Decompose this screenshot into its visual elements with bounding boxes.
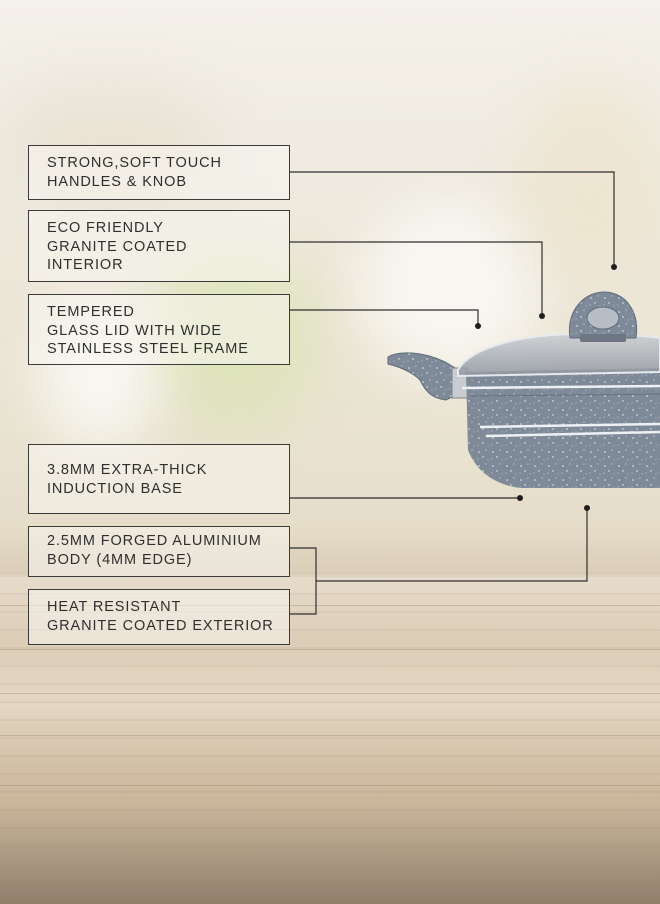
callout-text: STAINLESS STEEL FRAME (47, 341, 249, 357)
callout-lid: TEMPERED GLASS LID WITH WIDE STAINLESS S… (28, 294, 290, 365)
leader-dot (517, 495, 523, 501)
callout-text: GRANITE COATED EXTERIOR (47, 617, 274, 634)
callout-text: 2.5MM FORGED ALUMINIUM (47, 533, 262, 549)
callout-text: STRONG,SOFT TOUCH (47, 155, 222, 171)
callout-text: TEMPERED (47, 304, 135, 320)
callout-handles: STRONG,SOFT TOUCH HANDLES & KNOB (28, 145, 290, 200)
callout-text: GLASS LID WITH WIDE (47, 322, 223, 339)
leader-dot (475, 323, 481, 329)
pot-body (466, 368, 660, 488)
callout-exterior: HEAT RESISTANT GRANITE COATED EXTERIOR (28, 589, 290, 645)
callout-text: BODY (4MM EDGE) (47, 551, 193, 568)
callout-text: GRANITE COATED (47, 238, 188, 255)
callout-base: 3.8MM EXTRA-THICK INDUCTION BASE (28, 444, 290, 514)
leader-dot (584, 505, 590, 511)
leader-line-lid (290, 309, 479, 326)
callout-text: 3.8MM EXTRA-THICK (47, 462, 208, 478)
side-handle (387, 352, 463, 401)
callout-body: 2.5MM FORGED ALUMINIUM BODY (4MM EDGE) (28, 526, 290, 577)
callout-text: INDUCTION BASE (47, 480, 183, 497)
callout-text: HEAT RESISTANT (47, 599, 182, 615)
background-blur (520, 80, 660, 280)
callout-text: ECO FRIENDLY (47, 220, 164, 236)
callout-interior: ECO FRIENDLY GRANITE COATED INTERIOR (28, 210, 290, 282)
leader-dot (611, 264, 617, 270)
leader-dot (539, 313, 545, 319)
leader-line-handles (290, 171, 615, 267)
callout-text: INTERIOR (47, 257, 124, 273)
callout-text: HANDLES & KNOB (47, 173, 187, 190)
leader-line-interior (290, 241, 543, 316)
leader-line-body (290, 547, 317, 615)
leader-line-exterior (316, 508, 588, 582)
